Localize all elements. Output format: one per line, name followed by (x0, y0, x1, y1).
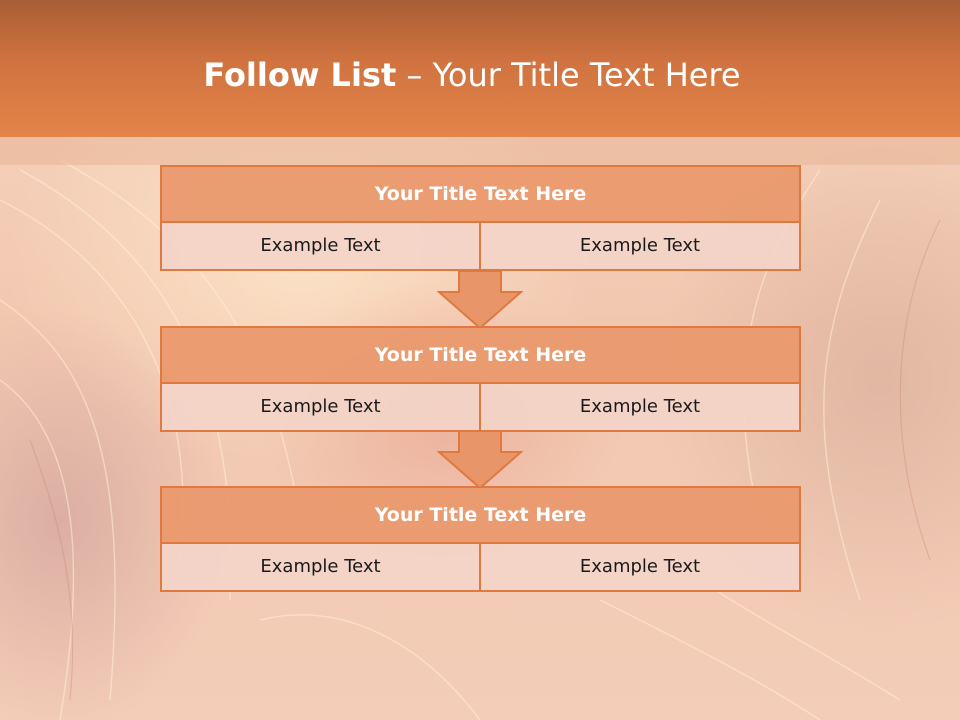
block-cell-left: Example Text (160, 382, 481, 432)
block-cell-left: Example Text (160, 542, 481, 592)
slide-title: Follow List – Your Title Text Here (0, 52, 944, 98)
block-title: Your Title Text Here (160, 165, 801, 223)
block-cell-right: Example Text (479, 221, 801, 271)
slide-title-subtitle: – Your Title Text Here (406, 56, 741, 94)
block-title: Your Title Text Here (160, 486, 801, 544)
block-cell-right: Example Text (479, 542, 801, 592)
block-title: Your Title Text Here (160, 326, 801, 384)
header-band (0, 0, 960, 137)
slide-title-bold: Follow List (203, 56, 397, 94)
block-cell-left: Example Text (160, 221, 481, 271)
down-arrow-icon (437, 270, 523, 330)
header-strip (0, 137, 960, 165)
down-arrow-icon (437, 430, 523, 490)
block-cell-right: Example Text (479, 382, 801, 432)
